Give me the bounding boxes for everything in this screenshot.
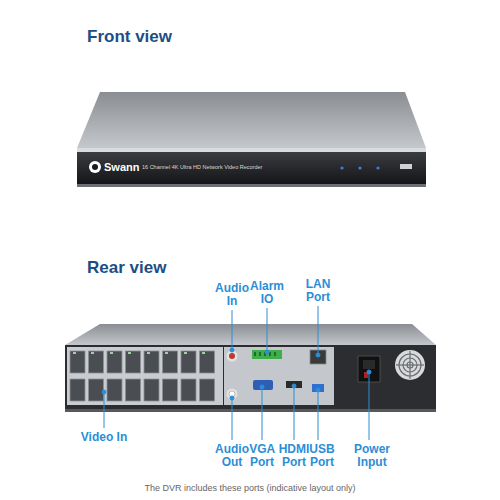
port-callout: USB Port: [309, 443, 334, 469]
port-callout: HDMI Port: [279, 443, 310, 469]
section-heading: Rear view: [87, 259, 166, 278]
port-callout: Audio Out: [215, 443, 249, 469]
port-callout: LAN Port: [306, 278, 331, 304]
port-callout: VGA Port: [249, 443, 275, 469]
front-view-device: [77, 92, 426, 187]
rear-view-device: [65, 324, 436, 412]
port-callout: Video In: [81, 431, 127, 444]
caption: The DVR includes these ports (indicative…: [144, 484, 355, 494]
model-text: 16 Channel 4K Ultra HD Network Video Rec…: [142, 164, 262, 170]
section-heading: Front view: [87, 28, 172, 47]
leader-lines: [102, 306, 371, 440]
port-callout: Alarm IO: [250, 280, 284, 306]
brand-logo: Swann: [104, 161, 139, 173]
port-callout: Audio In: [215, 282, 249, 308]
port-callout: Power Input: [354, 443, 390, 469]
